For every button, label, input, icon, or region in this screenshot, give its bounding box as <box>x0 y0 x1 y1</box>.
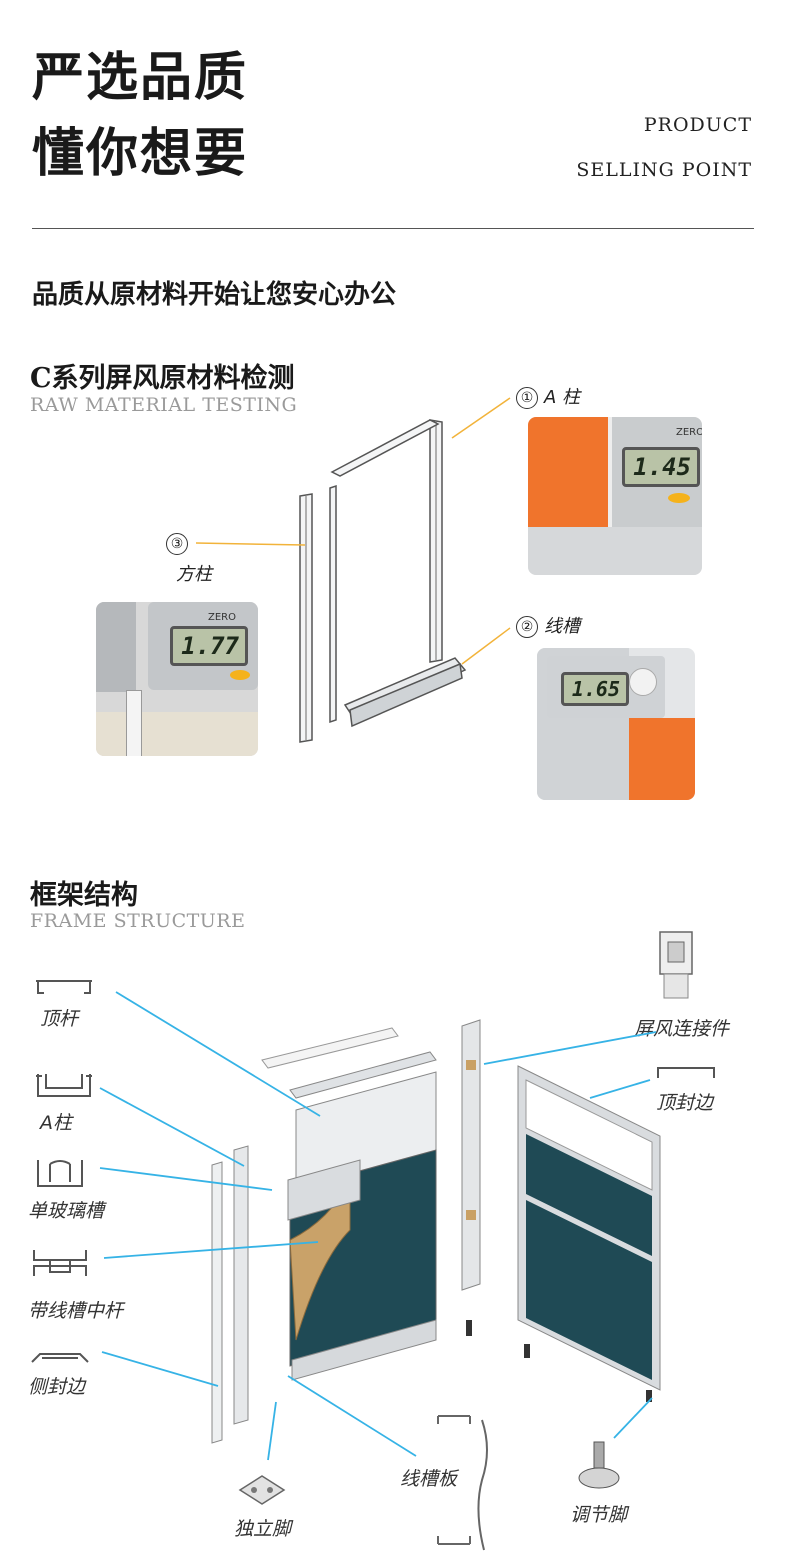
callout-label: 方柱 <box>176 564 212 585</box>
header-divider <box>32 228 754 229</box>
frame-section-title-en: FRAME STRUCTURE <box>30 910 246 932</box>
callout-label: A 柱 <box>544 387 581 408</box>
frame-section-title: 框架结构 <box>30 880 138 911</box>
caliper-display: 1.45 <box>622 447 700 487</box>
square-post-measurement-photo: 1.77 ZERO <box>96 602 258 756</box>
label-a-post: A柱 <box>40 1112 72 1134</box>
wire-channel-measurement-photo: 1.65 <box>537 648 695 800</box>
testing-section-title: C系列屏风原材料检测 <box>30 363 295 394</box>
hero-title-line2: 懂你想要 <box>32 123 249 184</box>
callout-a-post: ① A 柱 <box>516 383 580 409</box>
caliper-display: 1.65 <box>561 672 629 706</box>
caliper-display: 1.77 <box>170 626 248 666</box>
callout-wire-channel: ② 线槽 <box>516 612 580 638</box>
label-standalone-foot: 独立脚 <box>234 1518 292 1540</box>
label-glass-channel: 单玻璃槽 <box>28 1200 105 1222</box>
exploded-frame-drawing <box>99 991 661 1461</box>
glass-channel-profile-icon <box>37 1160 83 1187</box>
a-post-measurement-photo: 1.45 ZERO <box>528 417 702 575</box>
label-top-edge: 顶封边 <box>656 1092 714 1114</box>
side-edge-profile-icon <box>31 1353 89 1363</box>
callout-square-post-label: 方柱 <box>176 560 212 586</box>
connector-icon <box>659 931 693 999</box>
testing-section-title-en: RAW MATERIAL TESTING <box>30 394 298 416</box>
orange-fabric <box>629 718 695 800</box>
label-top-bar: 顶杆 <box>40 1008 79 1030</box>
callout-square-post-number: ③ <box>166 533 194 555</box>
product-label: PRODUCT <box>643 114 752 136</box>
label-connector: 屏风连接件 <box>634 1018 730 1040</box>
square-post-sample <box>126 690 142 756</box>
callout-number: ② <box>516 616 538 638</box>
callout-number: ③ <box>166 533 188 555</box>
a-post-profile-icon <box>36 1074 92 1097</box>
profile-drawing <box>299 419 467 743</box>
top-edge-profile-icon <box>657 1067 715 1078</box>
label-mid-bar: 带线槽中杆 <box>28 1300 124 1322</box>
adjustable-foot-icon <box>578 1441 620 1489</box>
hero-title-line1: 严选品质 <box>32 47 249 108</box>
wire-cover-icon <box>437 1415 488 1551</box>
zero-label: ZERO <box>208 612 236 623</box>
desk-surface <box>96 712 258 756</box>
label-wire-cover: 线槽板 <box>400 1468 458 1490</box>
testing-leader-lines <box>195 397 511 665</box>
top-bar-profile-icon <box>36 980 92 994</box>
standalone-foot-icon <box>238 1475 286 1505</box>
label-adjustable-foot: 调节脚 <box>570 1504 628 1526</box>
background-wall <box>96 602 136 692</box>
subheading: 品质从原材料开始让您安心办公 <box>32 280 397 310</box>
selling-point-label: SELLING POINT <box>576 159 752 181</box>
callout-number: ① <box>516 387 538 409</box>
label-side-edge: 侧封边 <box>28 1376 86 1398</box>
mid-bar-profile-icon <box>33 1250 87 1276</box>
callout-label: 线槽 <box>544 616 580 637</box>
on-button <box>230 670 250 680</box>
caliper-wheel <box>629 668 657 696</box>
frame-profile <box>528 527 702 575</box>
zero-label: ZERO <box>676 427 702 438</box>
off-button <box>668 493 690 503</box>
orange-fabric <box>528 417 608 527</box>
